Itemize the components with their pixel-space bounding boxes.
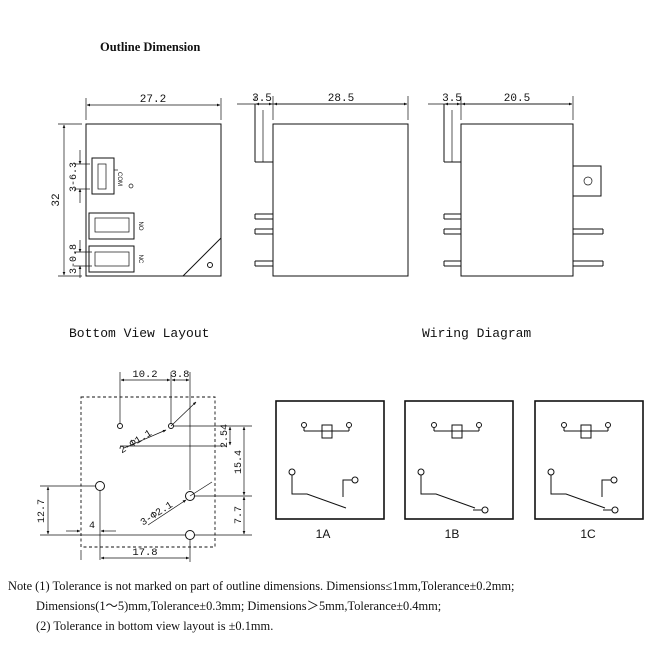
no-terminal: [88, 212, 135, 240]
coil-symbol: [580, 424, 592, 439]
switch-arm: [420, 475, 476, 509]
nc-label: NC: [137, 255, 143, 264]
wiring-label-1b: 1B: [445, 527, 460, 541]
side-view-a-body: [272, 123, 409, 277]
page-title: Outline Dimension: [100, 40, 200, 54]
coil-symbol: [451, 424, 463, 439]
wiring-diagram-1c: 1C: [534, 400, 644, 541]
switch-arm: [550, 475, 606, 509]
wiring-frame: [404, 400, 514, 520]
wiring-frame: [534, 400, 644, 520]
wiring-diagram-1b: 1B: [404, 400, 514, 541]
side-view-a: 3.5 28.5: [237, 93, 409, 277]
dim-2-54: 2.54: [220, 424, 231, 448]
bottom-view-outline: [80, 396, 216, 548]
nc-terminal: [88, 245, 135, 273]
dim-4: 4: [89, 521, 95, 532]
side-a-width-dim: 28.5: [328, 93, 354, 105]
tab-terminal: [572, 165, 602, 197]
com-label: COM: [116, 172, 122, 186]
switch-arm: [291, 475, 347, 509]
front-view: COM NO NC 27.2 32 3-6.3 3-0.8: [51, 94, 222, 278]
com-pin-dim: 3-6.3: [69, 162, 80, 192]
small-hole: [117, 423, 123, 429]
wiring-label-1a: 1A: [316, 527, 331, 541]
wiring-diagram-title: Wiring Diagram: [422, 326, 531, 341]
bottom-view-title: Bottom View Layout: [69, 326, 209, 341]
dim-7-7: 7.7: [234, 506, 245, 524]
note-line-1: Note (1) Tolerance is not marked on part…: [8, 579, 515, 593]
dim-10-2: 10.2: [132, 369, 157, 381]
pin-dim: 3-0.8: [69, 244, 80, 274]
bottom-view-layout: 10.2 3.8 2-Φ1.1 3-Φ2.1 2.54 15.4 7.7 12.…: [37, 369, 252, 562]
wiring-label-1c: 1C: [580, 527, 596, 541]
large-hole: [185, 530, 195, 540]
dim-3-8: 3.8: [171, 369, 190, 381]
small-hole: [168, 423, 174, 429]
dim-15-4: 15.4: [234, 450, 245, 474]
large-hole-callout: 3-Φ2.1: [139, 500, 175, 529]
dim-17-8: 17.8: [132, 547, 157, 559]
wiring-frame: [275, 400, 385, 520]
wiring-diagram-1a: 1A: [275, 400, 385, 541]
note-line-2: Dimensions(1～5)mm,Tolerance±0.3mm; Dimen…: [36, 599, 442, 613]
side-b-offset-dim: 3.5: [442, 93, 462, 105]
notes-block: Note (1) Tolerance is not marked on part…: [8, 576, 644, 636]
no-label: NO: [137, 222, 143, 231]
coil-symbol: [321, 424, 333, 439]
side-b-width-dim: 20.5: [504, 93, 530, 105]
front-height-dim: 32: [51, 193, 63, 206]
small-hole-callout: 2-Φ1.1: [118, 429, 154, 457]
front-width-dim: 27.2: [140, 94, 166, 106]
front-view-body: [85, 123, 222, 277]
side-view-b-body: [460, 123, 574, 277]
dim-12-7: 12.7: [37, 499, 48, 523]
com-terminal: [91, 157, 115, 195]
note-line-3: (2) Tolerance in bottom view layout is ±…: [36, 619, 274, 633]
side-a-offset-dim: 3.5: [252, 93, 272, 105]
large-hole: [95, 481, 105, 491]
side-view-b: 3.5 20.5: [428, 93, 604, 277]
